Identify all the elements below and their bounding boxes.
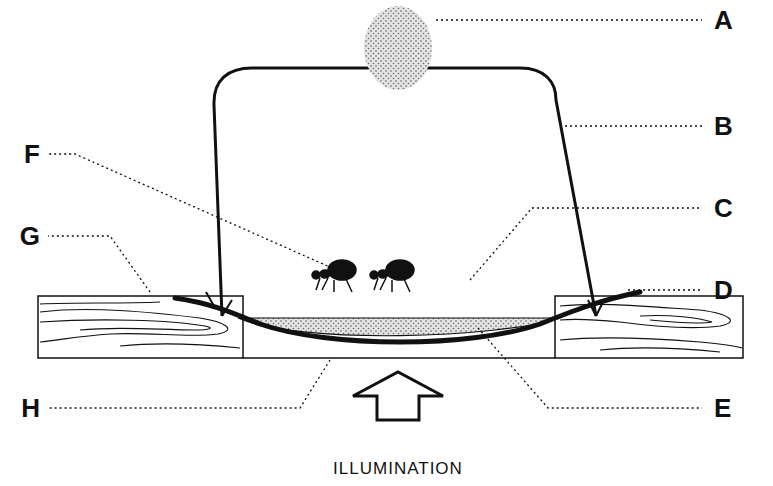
callout-letter: E — [714, 395, 731, 421]
illumination-arrow — [353, 372, 443, 420]
plug — [364, 6, 432, 90]
callout-letter: F — [24, 141, 40, 167]
callout-letter: H — [21, 395, 40, 421]
callout-letter: A — [714, 7, 733, 33]
callout-letter: B — [714, 113, 733, 139]
membrane — [175, 292, 640, 342]
bell-cover — [214, 68, 596, 316]
ants — [312, 260, 414, 292]
callout-letter: C — [714, 195, 733, 221]
leader-lines — [48, 20, 702, 408]
wooden-support — [38, 296, 743, 358]
callout-letter: G — [20, 223, 40, 249]
caption-label: ILLUMINATION — [333, 460, 463, 477]
callout-letter: D — [714, 277, 733, 303]
